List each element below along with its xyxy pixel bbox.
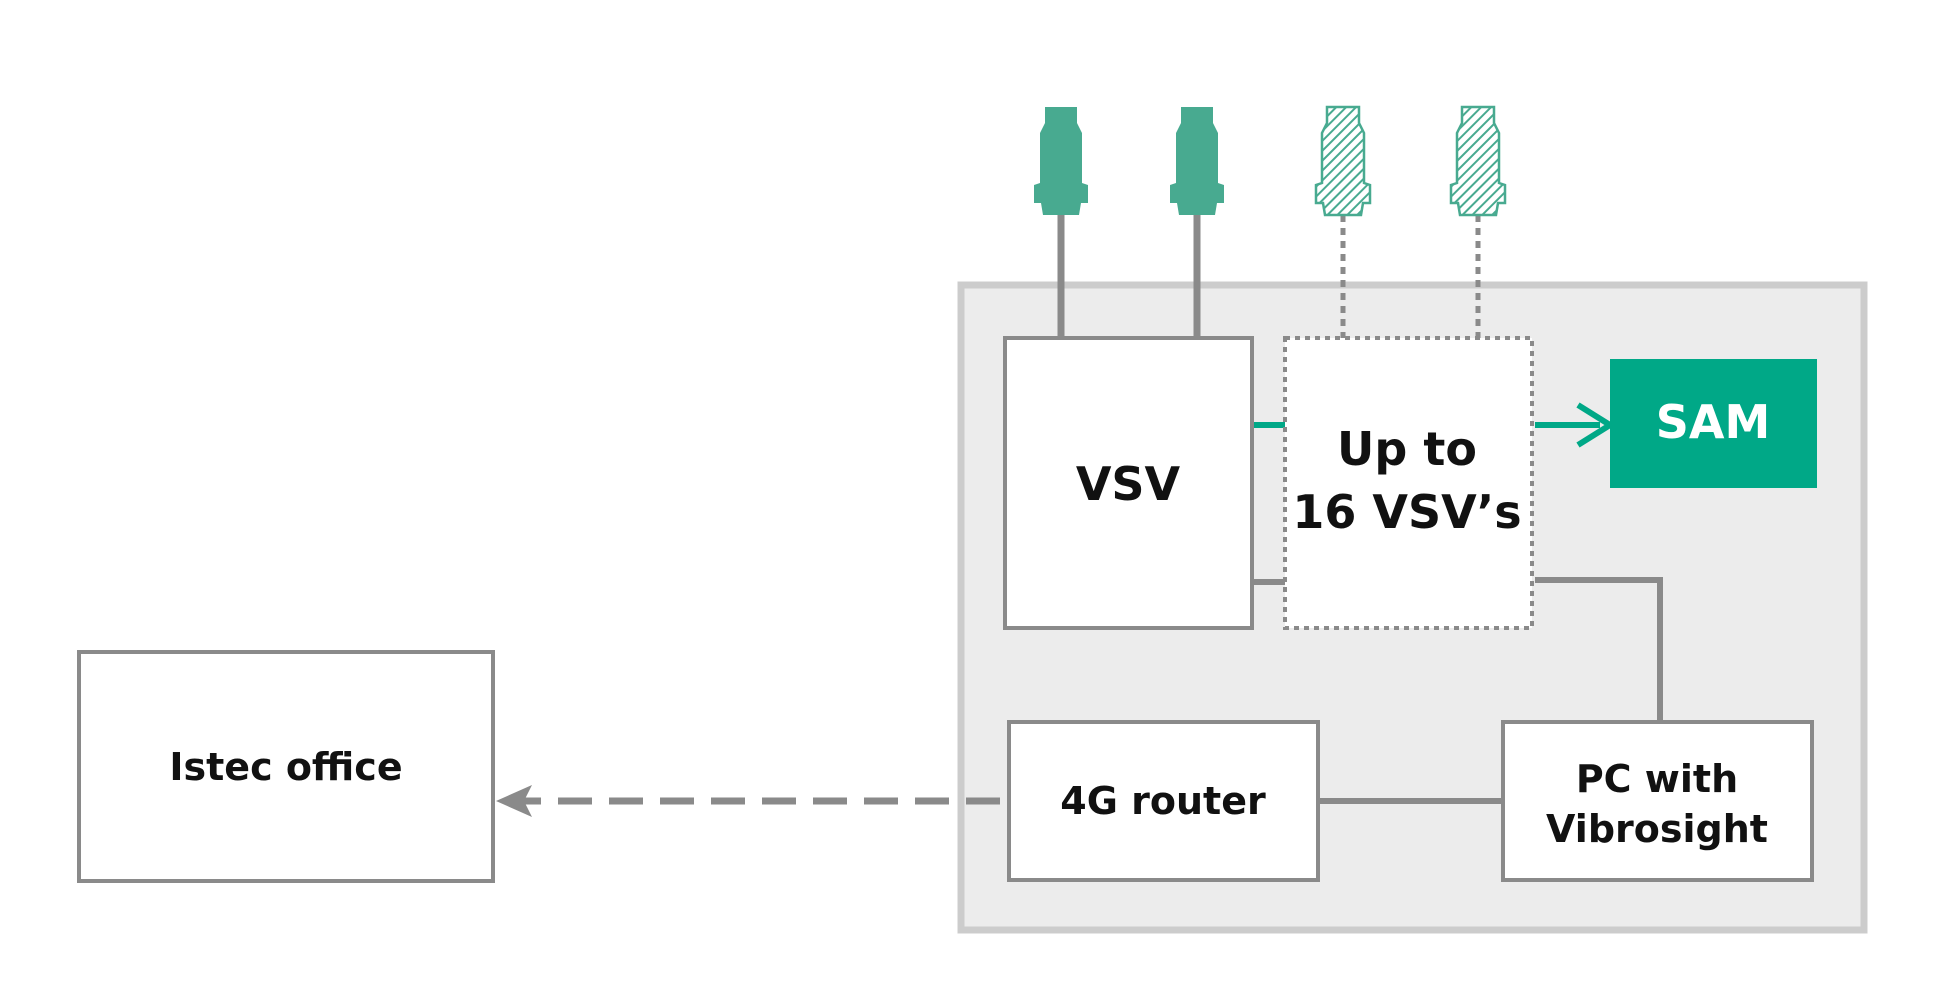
office-label: Istec office [169,745,402,789]
sam-label: SAM [1656,395,1771,449]
sensor-connector-hatched-icon [1449,105,1507,217]
pc-box [1501,720,1814,882]
group-to-pc-line [1535,577,1663,722]
vsv-label: VSV [1076,457,1181,511]
sensor-connector-hatched-icon [1314,105,1372,217]
vsv-group-box [1283,336,1534,630]
office-box [77,650,495,883]
arrow-left-icon [496,785,532,817]
sensor-connector-icon [1034,107,1088,215]
vsv-box [1003,336,1254,630]
pc-label-line1: PC with [1576,757,1738,801]
pc-label-line2: Vibrosight [1546,807,1768,851]
router-label: 4G router [1060,779,1266,823]
sam-box [1610,359,1817,488]
router-box [1007,720,1320,882]
vsv-group-label-line1: Up to [1337,422,1477,476]
vsv-group-label-line2: 16 VSV’s [1292,485,1521,539]
sensor-connector-icon [1170,107,1224,215]
